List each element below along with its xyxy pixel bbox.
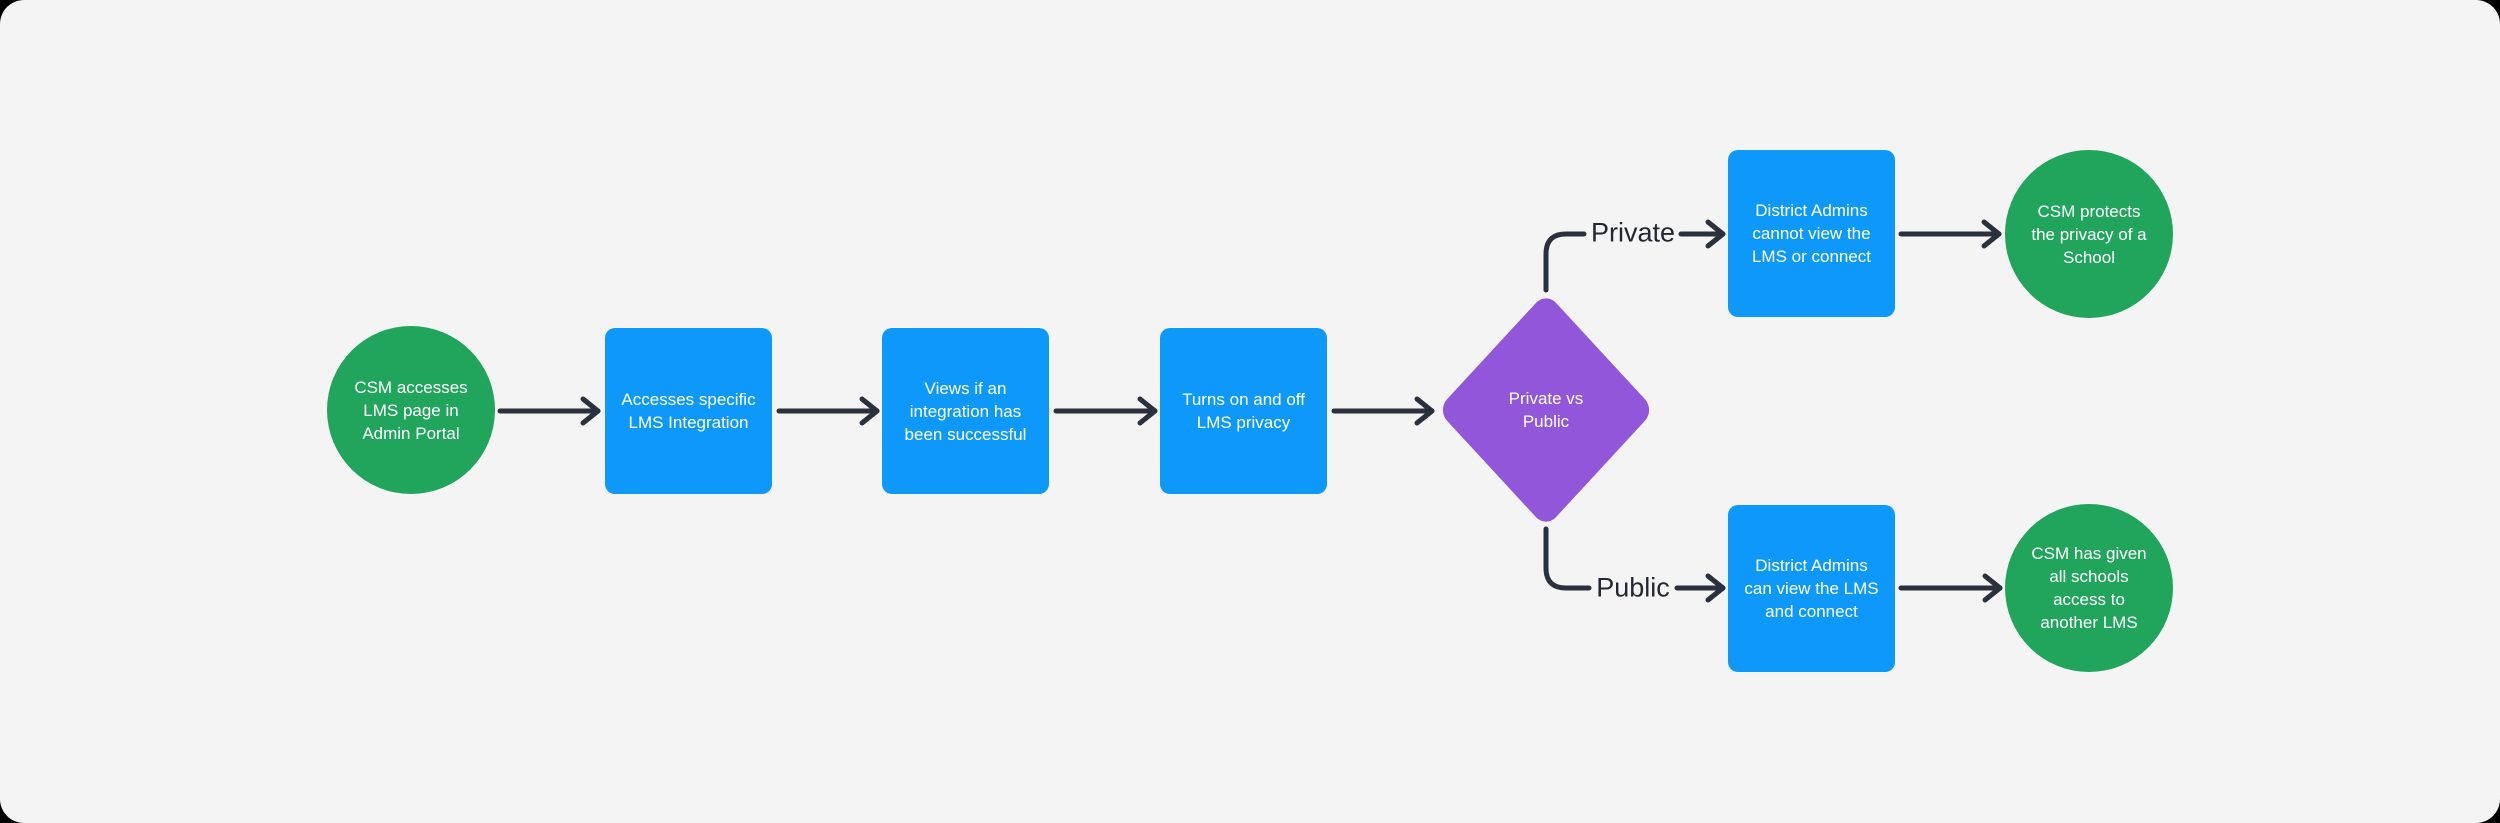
connector-decision-to-public-label [1543,526,1592,591]
process-node-admins-can-view: District Admins can view the LMS and con… [1728,505,1895,672]
end-node-csm-gives-access: CSM has given all schools access to anot… [2005,504,2173,672]
arrowhead-icon [580,396,601,426]
process-node-admins-cannot-view: District Admins cannot view the LMS or c… [1728,150,1895,317]
arrowhead-icon [1414,396,1435,426]
process-node-accesses-integration: Accesses specific LMS Integration [605,328,772,494]
edge-label-private: Private [1590,217,1676,248]
process-node-views-integration: Views if an integration has been success… [882,328,1049,494]
decision-node-private-vs-public: Private vs Public [1437,292,1655,528]
arrowhead-icon [1705,219,1726,249]
connector-decision-to-private-label [1543,231,1587,293]
arrowhead-icon [1982,573,2003,603]
process-node-toggle-privacy: Turns on and off LMS privacy [1160,328,1327,494]
arrowhead-icon [1705,573,1726,603]
decision-label: Private vs Public [1508,389,1584,431]
start-node-csm-accesses: CSM accesses LMS page in Admin Portal [327,326,495,494]
end-node-csm-protects-privacy: CSM protects the privacy of a School [2005,150,2173,318]
edge-label-public: Public [1596,572,1670,603]
arrowhead-icon [859,396,880,426]
arrowhead-icon [1137,396,1158,426]
arrowhead-icon [1981,219,2002,249]
